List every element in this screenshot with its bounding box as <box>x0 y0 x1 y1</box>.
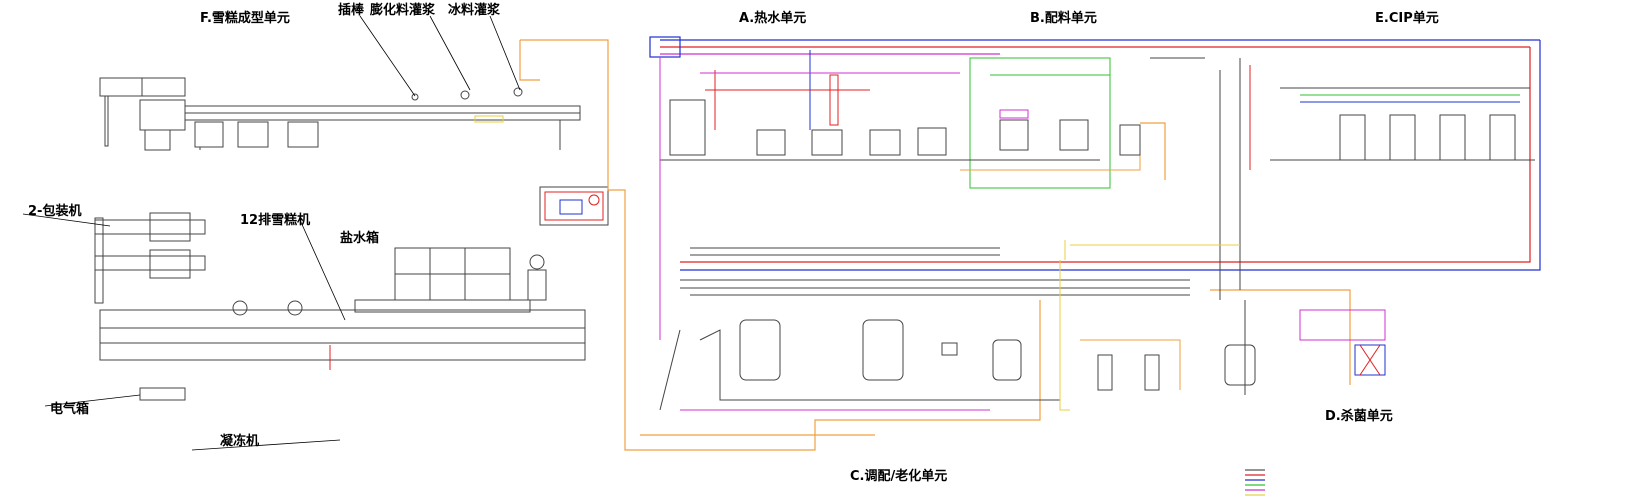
header-pipes <box>649 36 1541 271</box>
hot-water-unit <box>659 50 1015 340</box>
ice-cream-forming-line <box>99 77 581 151</box>
label-ice-machine: 12排雪糕机 <box>240 212 310 228</box>
unit-label-e: E.CIP单元 <box>1375 10 1439 26</box>
pipe-legend <box>1245 469 1265 496</box>
label-electric-box: 电气箱 <box>50 401 89 417</box>
unit-label-b: B.配料单元 <box>1030 10 1097 26</box>
unit-label-f: F.雪糕成型单元 <box>200 10 290 26</box>
mixing-aging-unit <box>659 240 1240 411</box>
callout-stick: 插棒 <box>338 2 365 18</box>
skid-unit <box>539 186 609 226</box>
forming-callout-lines <box>359 15 521 97</box>
unit-label-a: A.热水单元 <box>739 10 806 26</box>
label-freezer: 凝冻机 <box>220 433 259 449</box>
cip-unit <box>1219 58 1535 300</box>
unit-label-d: D.杀菌单元 <box>1325 408 1393 424</box>
unit-label-c: C.调配/老化单元 <box>850 468 947 484</box>
ice-cream-machine <box>99 247 586 370</box>
callout-fill-1: 膨化料灌浆 <box>369 2 436 18</box>
label-brine-tank: 盐水箱 <box>340 230 379 246</box>
electric-box-shape <box>139 387 186 401</box>
orange-pipes <box>519 39 1351 451</box>
sterilization-unit <box>1224 300 1386 395</box>
packing-machine <box>94 212 206 304</box>
label-packer: 2-包装机 <box>28 203 81 219</box>
batching-unit <box>960 57 1205 189</box>
callout-fill-2: 冰料灌浆 <box>448 2 501 18</box>
